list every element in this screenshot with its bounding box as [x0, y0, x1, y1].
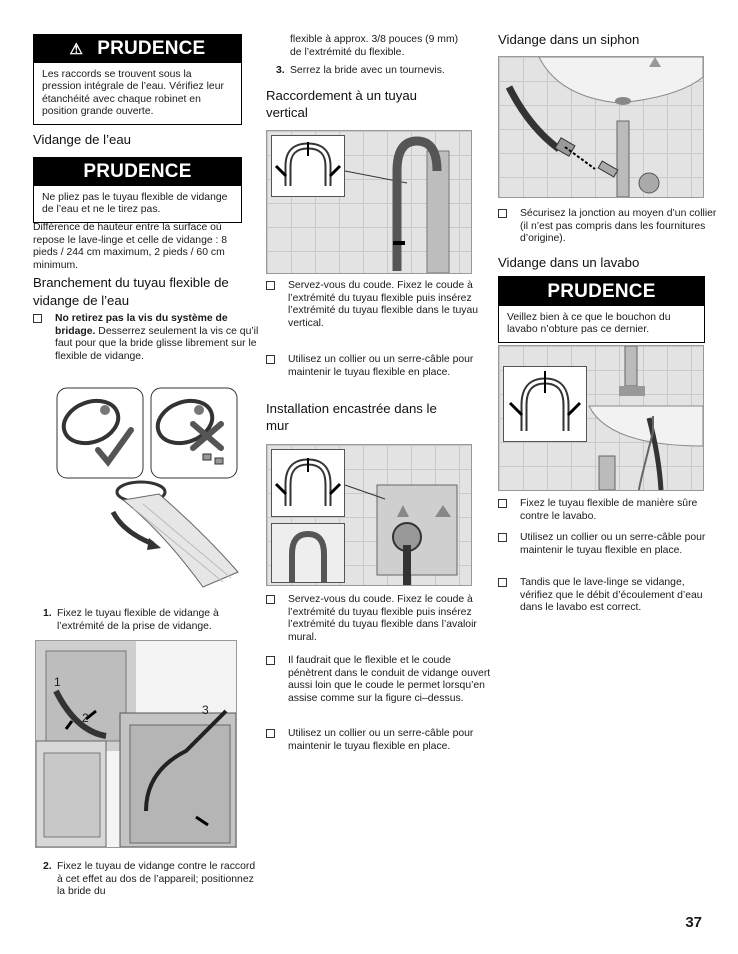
step-number: 1. [43, 608, 52, 619]
mur-bullet-1: Servez-vous du coude. Fixez le coude à l… [266, 594, 494, 644]
checkbox-bullet-icon [266, 355, 275, 364]
height-difference-text: Différence de hauteur entre la surface o… [33, 222, 228, 271]
step-text: Fixez le tuyau flexible de vidange à l’e… [57, 608, 219, 632]
step-text: Serrez la bride avec un tournevis. [290, 65, 445, 76]
elbow-inset [271, 135, 345, 197]
checkbox-bullet-icon [266, 595, 275, 604]
caution-title: PRUDENCE [83, 161, 192, 182]
bullet-text: Servez-vous du coude. Fixez le coude à l… [288, 280, 479, 329]
bullet-text: Desserrez seulement la vis ce qu’il faut… [55, 325, 259, 362]
step-text: Fixez le tuyau de vidange contre le racc… [57, 861, 256, 898]
lavabo-bullet-2: Utilisez un collier ou un serre-câble po… [498, 532, 720, 557]
bullet-text: Utilisez un collier ou un serre-câble po… [288, 354, 474, 378]
wall-box-inset [271, 523, 345, 583]
page-number: 37 [685, 914, 702, 931]
caution-text: Veillez bien à ce que le bouchon du lava… [507, 312, 671, 336]
bullet-clamp-screw: No retirez pas la vis du système de brid… [33, 313, 261, 363]
vertical-bullet-1: Servez-vous du coude. Fixez le coude à l… [266, 280, 494, 330]
caution-box-hose: PRUDENCE Ne pliez pas le tuyau flexible … [33, 157, 242, 223]
checkbox-bullet-icon [266, 729, 275, 738]
siphon-figure [498, 56, 704, 198]
heading-encastree: Installation encastrée dans le mur [266, 401, 437, 433]
bullet-text: Fixez le tuyau flexible de manière sûre … [520, 498, 698, 522]
elbow-inset [503, 366, 587, 442]
caution-text: Ne pliez pas le tuyau flexible de vidang… [42, 192, 228, 216]
step-2: 2. Fixez le tuyau de vidange contre le r… [43, 861, 257, 899]
step-number: 3. [276, 65, 285, 76]
caution-header: PRUDENCE [499, 277, 704, 306]
heading-siphon: Vidange dans un siphon [498, 32, 640, 47]
figure-label-3: 3 [202, 703, 209, 717]
heading-tuyau-vertical: Raccordement à un tuyau vertical [266, 88, 418, 120]
checkbox-bullet-icon [498, 209, 507, 218]
bullet-text: Il faudrait que le flexible et le coude … [288, 655, 491, 704]
figure-label-1: 1 [54, 675, 61, 689]
mur-bullet-2: Il faudrait que le flexible et le coude … [266, 655, 494, 705]
bullet-text: Utilisez un collier ou un serre-câble po… [288, 728, 474, 752]
warning-triangle-icon: ⚠ [69, 41, 84, 58]
vertical-pipe-figure [266, 130, 472, 274]
caution-header: ⚠ PRUDENCE [34, 35, 241, 63]
checkbox-bullet-icon [498, 533, 507, 542]
heading-branchement: Branchement du tuyau flexible de vidange… [33, 275, 229, 308]
checkbox-bullet-icon [266, 281, 275, 290]
step-1: 1. Fixez le tuyau flexible de vidange à … [43, 608, 257, 633]
lavabo-bullet-3: Tandis que le lave-linge se vidange, vér… [498, 577, 720, 615]
siphon-bullet: Sécurisez la jonction au moyen d’un coll… [498, 208, 720, 246]
bullet-text: Sécurisez la jonction au moyen d’un coll… [520, 208, 717, 245]
caution-title: PRUDENCE [547, 280, 656, 302]
checkbox-bullet-icon [33, 314, 42, 323]
step-2-continued: flexible à approx. 3/8 pouces (9 mm) de … [290, 34, 459, 58]
checkbox-bullet-icon [498, 499, 507, 508]
heading-lavabo: Vidange dans un lavabo [498, 255, 640, 270]
caution-header: PRUDENCE [34, 158, 241, 186]
caution-box-pressure: ⚠ PRUDENCE Les raccords se trouvent sous… [33, 34, 242, 125]
step-3: 3. Serrez la bride avec un tournevis. [276, 65, 490, 78]
elbow-inset [271, 449, 345, 517]
bullet-text: Utilisez un collier ou un serre-câble po… [520, 532, 706, 556]
heading-vidange-eau: Vidange de l’eau [33, 132, 132, 147]
wall-drain-figure [266, 444, 472, 586]
caution-box-lavabo: PRUDENCE Veillez bien à ce que le boucho… [498, 276, 705, 343]
caution-title: PRUDENCE [97, 38, 206, 59]
vertical-bullet-2: Utilisez un collier ou un serre-câble po… [266, 354, 494, 379]
mur-bullet-3: Utilisez un collier ou un serre-câble po… [266, 728, 494, 753]
checkbox-bullet-icon [498, 578, 507, 587]
lavabo-bullet-1: Fixez le tuyau flexible de manière sûre … [498, 498, 720, 523]
bullet-text: Tandis que le lave-linge se vidange, vér… [520, 577, 703, 614]
bullet-bold-text: No retirez pas la vis du système de brid… [55, 313, 228, 337]
appliance-back-figure: 1 2 3 [35, 640, 237, 848]
clamp-illustration [53, 382, 241, 612]
bullet-text: Servez-vous du coude. Fixez le coude à l… [288, 594, 477, 643]
step-number: 2. [43, 861, 52, 872]
checkbox-bullet-icon [266, 656, 275, 665]
figure-label-2: 2 [82, 711, 89, 725]
lavabo-figure [498, 345, 704, 491]
caution-text: Les raccords se trouvent sous la pressio… [42, 69, 224, 118]
